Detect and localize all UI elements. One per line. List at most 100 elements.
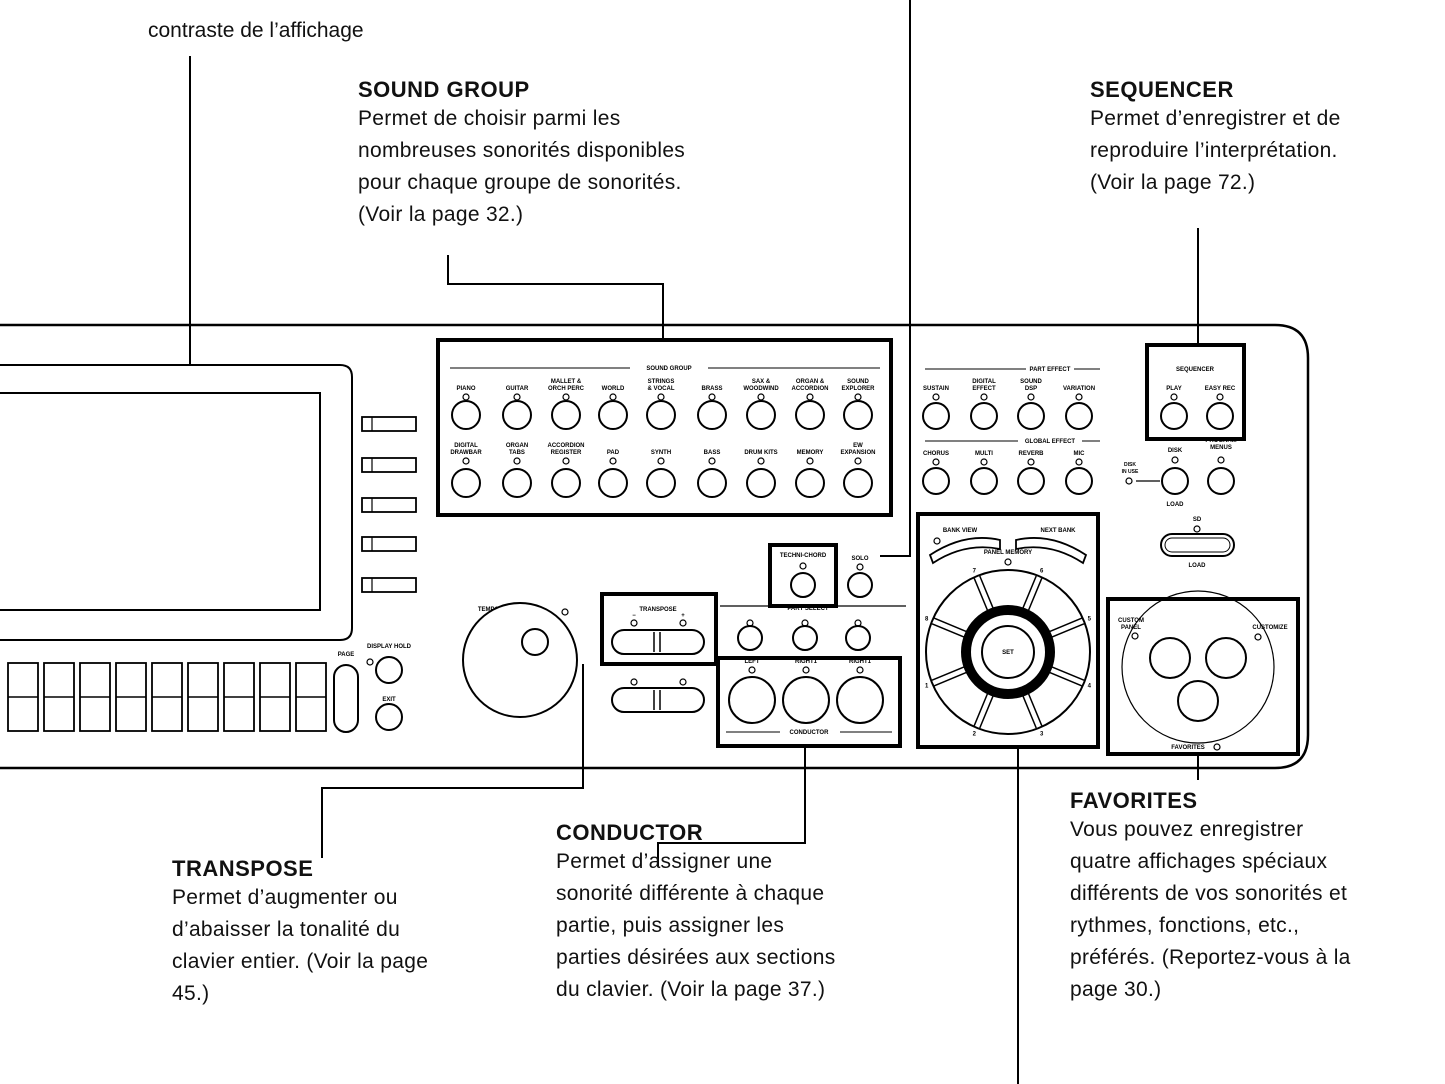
part-select-button-3[interactable] <box>845 625 871 651</box>
set-button[interactable] <box>981 625 1035 679</box>
sound-led-piano <box>462 393 470 401</box>
global-effect-button-reverb[interactable] <box>1017 467 1045 495</box>
disk-button[interactable] <box>1161 467 1189 495</box>
favorite-button-3[interactable] <box>1177 680 1219 722</box>
leader-lines <box>189 0 1199 1084</box>
tempo-program-knob[interactable] <box>521 628 549 656</box>
techni-chord-label: TECHNI-CHORD <box>780 553 827 559</box>
disk-load-label: LOAD <box>1167 502 1185 508</box>
favorite-button-2[interactable] <box>1205 637 1247 679</box>
sound-button-memory[interactable] <box>795 468 825 498</box>
sound-button-strings-vocal[interactable] <box>646 400 676 430</box>
global-effect-button-chorus[interactable] <box>922 467 950 495</box>
global-effect-button-multi[interactable] <box>970 467 998 495</box>
sound-button-organ-tabs[interactable] <box>502 468 532 498</box>
sound-button-accordion-register[interactable] <box>551 468 581 498</box>
sound-button-synth[interactable] <box>646 468 676 498</box>
panel-memory-label: PANEL MEMORY <box>984 550 1032 556</box>
exit-button[interactable] <box>375 703 403 731</box>
transpose-header: TRANSPOSE <box>639 607 676 613</box>
tempo-program-led <box>561 608 569 616</box>
display-side-button-4[interactable] <box>361 536 417 552</box>
sound-group-box <box>436 338 893 517</box>
sound-label-piano: PIANO <box>456 386 475 392</box>
display-side-button-5[interactable] <box>361 577 417 593</box>
sound-button-pad[interactable] <box>598 468 628 498</box>
sd-load-label: LOAD <box>1189 563 1207 569</box>
panel-outline <box>0 323 1310 770</box>
sound-button-piano[interactable] <box>451 400 481 430</box>
sound-button-sound-explorer[interactable] <box>843 400 873 430</box>
sound-button-organ-accordion[interactable] <box>795 400 825 430</box>
memory-number-5: 5 <box>1088 616 1092 622</box>
conductor-box <box>716 656 902 748</box>
bank-view-button[interactable] <box>928 537 1001 565</box>
conductor-button-2[interactable] <box>782 676 830 724</box>
sound-led-brass <box>708 393 716 401</box>
sound-button-ew-expansion[interactable] <box>843 468 873 498</box>
transpose-box <box>600 592 718 666</box>
display-side-button-3[interactable] <box>361 497 417 513</box>
sequencer-label-easy-rec: EASY REC <box>1205 386 1236 392</box>
global-effect-label-reverb: REVERB <box>1018 451 1044 457</box>
memory-number-1: 1 <box>925 684 929 690</box>
sound-led-bass <box>708 457 716 465</box>
callout-conductor-title: CONDUCTOR <box>556 820 704 845</box>
secondary-rocker[interactable] <box>611 687 705 713</box>
program-menus-button[interactable] <box>1207 467 1235 495</box>
custom-panel-led <box>1131 632 1139 640</box>
sound-button-drum-kits[interactable] <box>746 468 776 498</box>
callout-sound-group-text: Permet de choisir parmi les nombreuses s… <box>358 107 686 226</box>
next-bank-button[interactable] <box>1015 537 1088 565</box>
customize-label: CUSTOMIZE <box>1252 625 1287 631</box>
sound-button-digital-drawbar[interactable] <box>451 468 481 498</box>
memory-number-4: 4 <box>1088 684 1092 690</box>
part-effect-button-digital-effect[interactable] <box>970 402 998 430</box>
tempo-program-dial[interactable] <box>462 602 578 718</box>
solo-button[interactable] <box>847 572 873 598</box>
sound-button-mallet-orch-perc[interactable] <box>551 400 581 430</box>
sound-label-brass: BRASS <box>701 386 722 392</box>
techni-chord-button[interactable] <box>790 572 816 598</box>
conductor-button-1[interactable] <box>728 676 776 724</box>
top-line-2: contraste de l’affichage <box>148 19 364 42</box>
sound-button-sax-woodwind[interactable] <box>746 400 776 430</box>
sd-load-button[interactable] <box>1160 533 1235 557</box>
sound-button-guitar[interactable] <box>502 400 532 430</box>
part-effect-button-sustain[interactable] <box>922 402 950 430</box>
part-select-button-2[interactable] <box>792 625 818 651</box>
conductor-led-2 <box>802 666 810 674</box>
sound-button-world[interactable] <box>598 400 628 430</box>
display-side-buttons <box>361 416 417 593</box>
part-select-button-1[interactable] <box>737 625 763 651</box>
part-effect-led-sustain <box>932 393 940 401</box>
conductor-label-2: RIGHT1 <box>795 659 818 665</box>
page-button[interactable] <box>333 664 359 733</box>
display-side-button-1[interactable] <box>361 416 417 432</box>
sound-led-synth <box>657 457 665 465</box>
favorite-button-1[interactable] <box>1149 637 1191 679</box>
sequencer-box <box>1145 343 1246 441</box>
callout-sequencer-text: Permet d’enregistrer et de reproduire l’… <box>1090 107 1341 194</box>
display-hold-label: DISPLAY HOLD <box>367 644 412 650</box>
sequencer-button-easy-rec[interactable] <box>1206 402 1234 430</box>
callout-sound-group: SOUND GROUP Permet de choisir parmi les … <box>358 77 808 231</box>
display-hold-button[interactable] <box>375 656 403 684</box>
sequencer-button-play[interactable] <box>1160 402 1188 430</box>
memory-number-2: 2 <box>973 731 977 737</box>
conductor-button-3[interactable] <box>836 676 884 724</box>
sound-button-bass[interactable] <box>697 468 727 498</box>
part-effect-button-variation[interactable] <box>1065 402 1093 430</box>
global-effect-button-mic[interactable] <box>1065 467 1093 495</box>
sound-button-brass[interactable] <box>697 400 727 430</box>
sequencer-header: SEQUENCER <box>1176 367 1215 373</box>
part-effect-button-sound-dsp[interactable] <box>1017 402 1045 430</box>
display-side-button-2[interactable] <box>361 457 417 473</box>
sound-led-world <box>609 393 617 401</box>
transpose-rocker[interactable] <box>611 629 705 655</box>
